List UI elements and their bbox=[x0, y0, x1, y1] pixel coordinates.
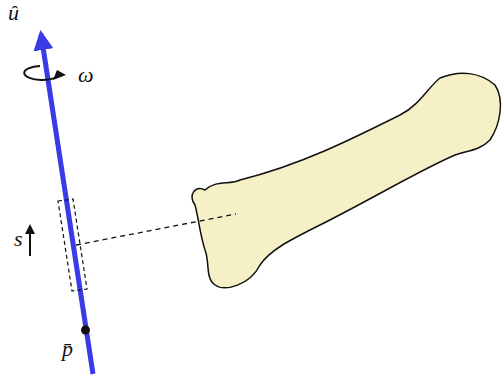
distance-line bbox=[76, 214, 236, 245]
axis-label: û bbox=[8, 2, 19, 24]
bone bbox=[192, 73, 500, 287]
screw-axis bbox=[41, 34, 93, 374]
rotation-arrowhead bbox=[53, 70, 66, 80]
translation-label: s bbox=[14, 228, 23, 250]
dashed-segment bbox=[58, 199, 87, 291]
angular-velocity-label: ω bbox=[78, 64, 94, 86]
point-dot bbox=[81, 326, 90, 335]
translation-arrow bbox=[29, 226, 31, 256]
point-label: p̄ bbox=[62, 338, 73, 360]
